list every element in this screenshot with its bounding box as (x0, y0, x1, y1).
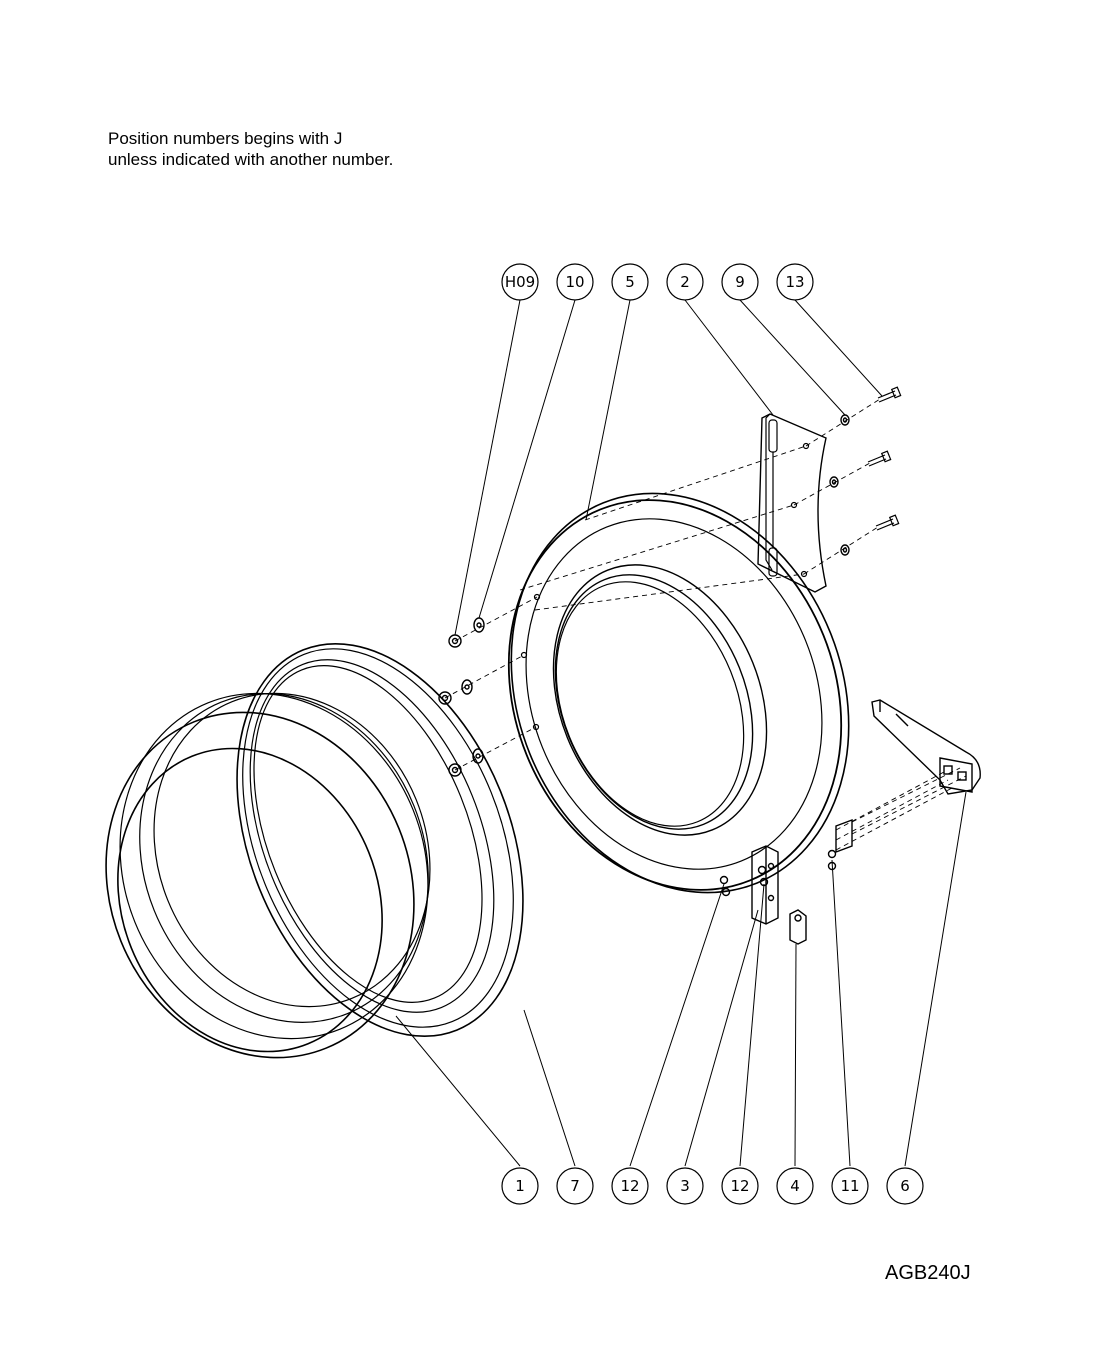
balloon-label: 12 (620, 1177, 639, 1195)
note-line-1: Position numbers begins with J (108, 129, 343, 148)
balloon-label: 10 (565, 273, 584, 291)
ring-washers (461, 617, 485, 764)
balloons-bottom: 1 7 12 3 12 4 11 6 (501, 1167, 924, 1205)
striker-bracket (835, 818, 853, 854)
balloon-bottom-3: 12 (611, 1167, 649, 1205)
balloon-label: 4 (790, 1177, 800, 1195)
balloon-top-4: 2 (666, 263, 704, 301)
hinge-screws (867, 386, 902, 531)
assembly-lines-hinge (519, 398, 881, 611)
balloon-label: 12 (730, 1177, 749, 1195)
balloon-top-5: 9 (721, 263, 759, 301)
door-frame-ring (236, 642, 524, 1038)
balloon-label: H09 (505, 273, 535, 291)
position-note: Position numbers begins with J unless in… (108, 128, 393, 170)
balloon-top-6: 13 (776, 263, 814, 301)
balloon-bottom-8: 6 (886, 1167, 924, 1205)
note-line-2: unless indicated with another number. (108, 150, 394, 169)
nuts (438, 634, 462, 777)
outer-door-ring (507, 492, 850, 894)
balloon-label: 11 (840, 1177, 859, 1195)
balloon-bottom-7: 11 (831, 1167, 869, 1205)
balloon-bottom-6: 4 (776, 1167, 814, 1205)
door-catch (789, 909, 807, 945)
balloon-label: 7 (570, 1177, 580, 1195)
balloon-bottom-2: 7 (556, 1167, 594, 1205)
balloon-bottom-4: 3 (666, 1167, 704, 1205)
assembly-lines-nuts (444, 596, 538, 771)
balloon-top-2: 10 (556, 263, 594, 301)
door-handle (871, 699, 981, 795)
balloon-label: 13 (785, 273, 804, 291)
balloon-label: 3 (680, 1177, 690, 1195)
balloon-bottom-5: 12 (721, 1167, 759, 1205)
drawing-code: AGB240J (885, 1262, 971, 1284)
balloons-top: H09 10 5 2 9 13 (501, 263, 814, 301)
hinge-washers (829, 414, 850, 556)
balloon-bottom-1: 1 (501, 1167, 539, 1205)
balloon-label: 9 (735, 273, 745, 291)
leader-lines (395, 299, 967, 1167)
assembly-lines-handle (835, 767, 967, 851)
balloon-top-1: H09 (501, 263, 539, 301)
hinge-plate (757, 413, 827, 593)
balloon-label: 6 (900, 1177, 910, 1195)
balloon-label: 5 (625, 273, 635, 291)
door-glass (105, 692, 431, 1059)
lock-screws (719, 849, 837, 897)
balloon-label: 2 (680, 273, 690, 291)
balloon-top-3: 5 (611, 263, 649, 301)
balloon-label: 1 (515, 1177, 525, 1195)
